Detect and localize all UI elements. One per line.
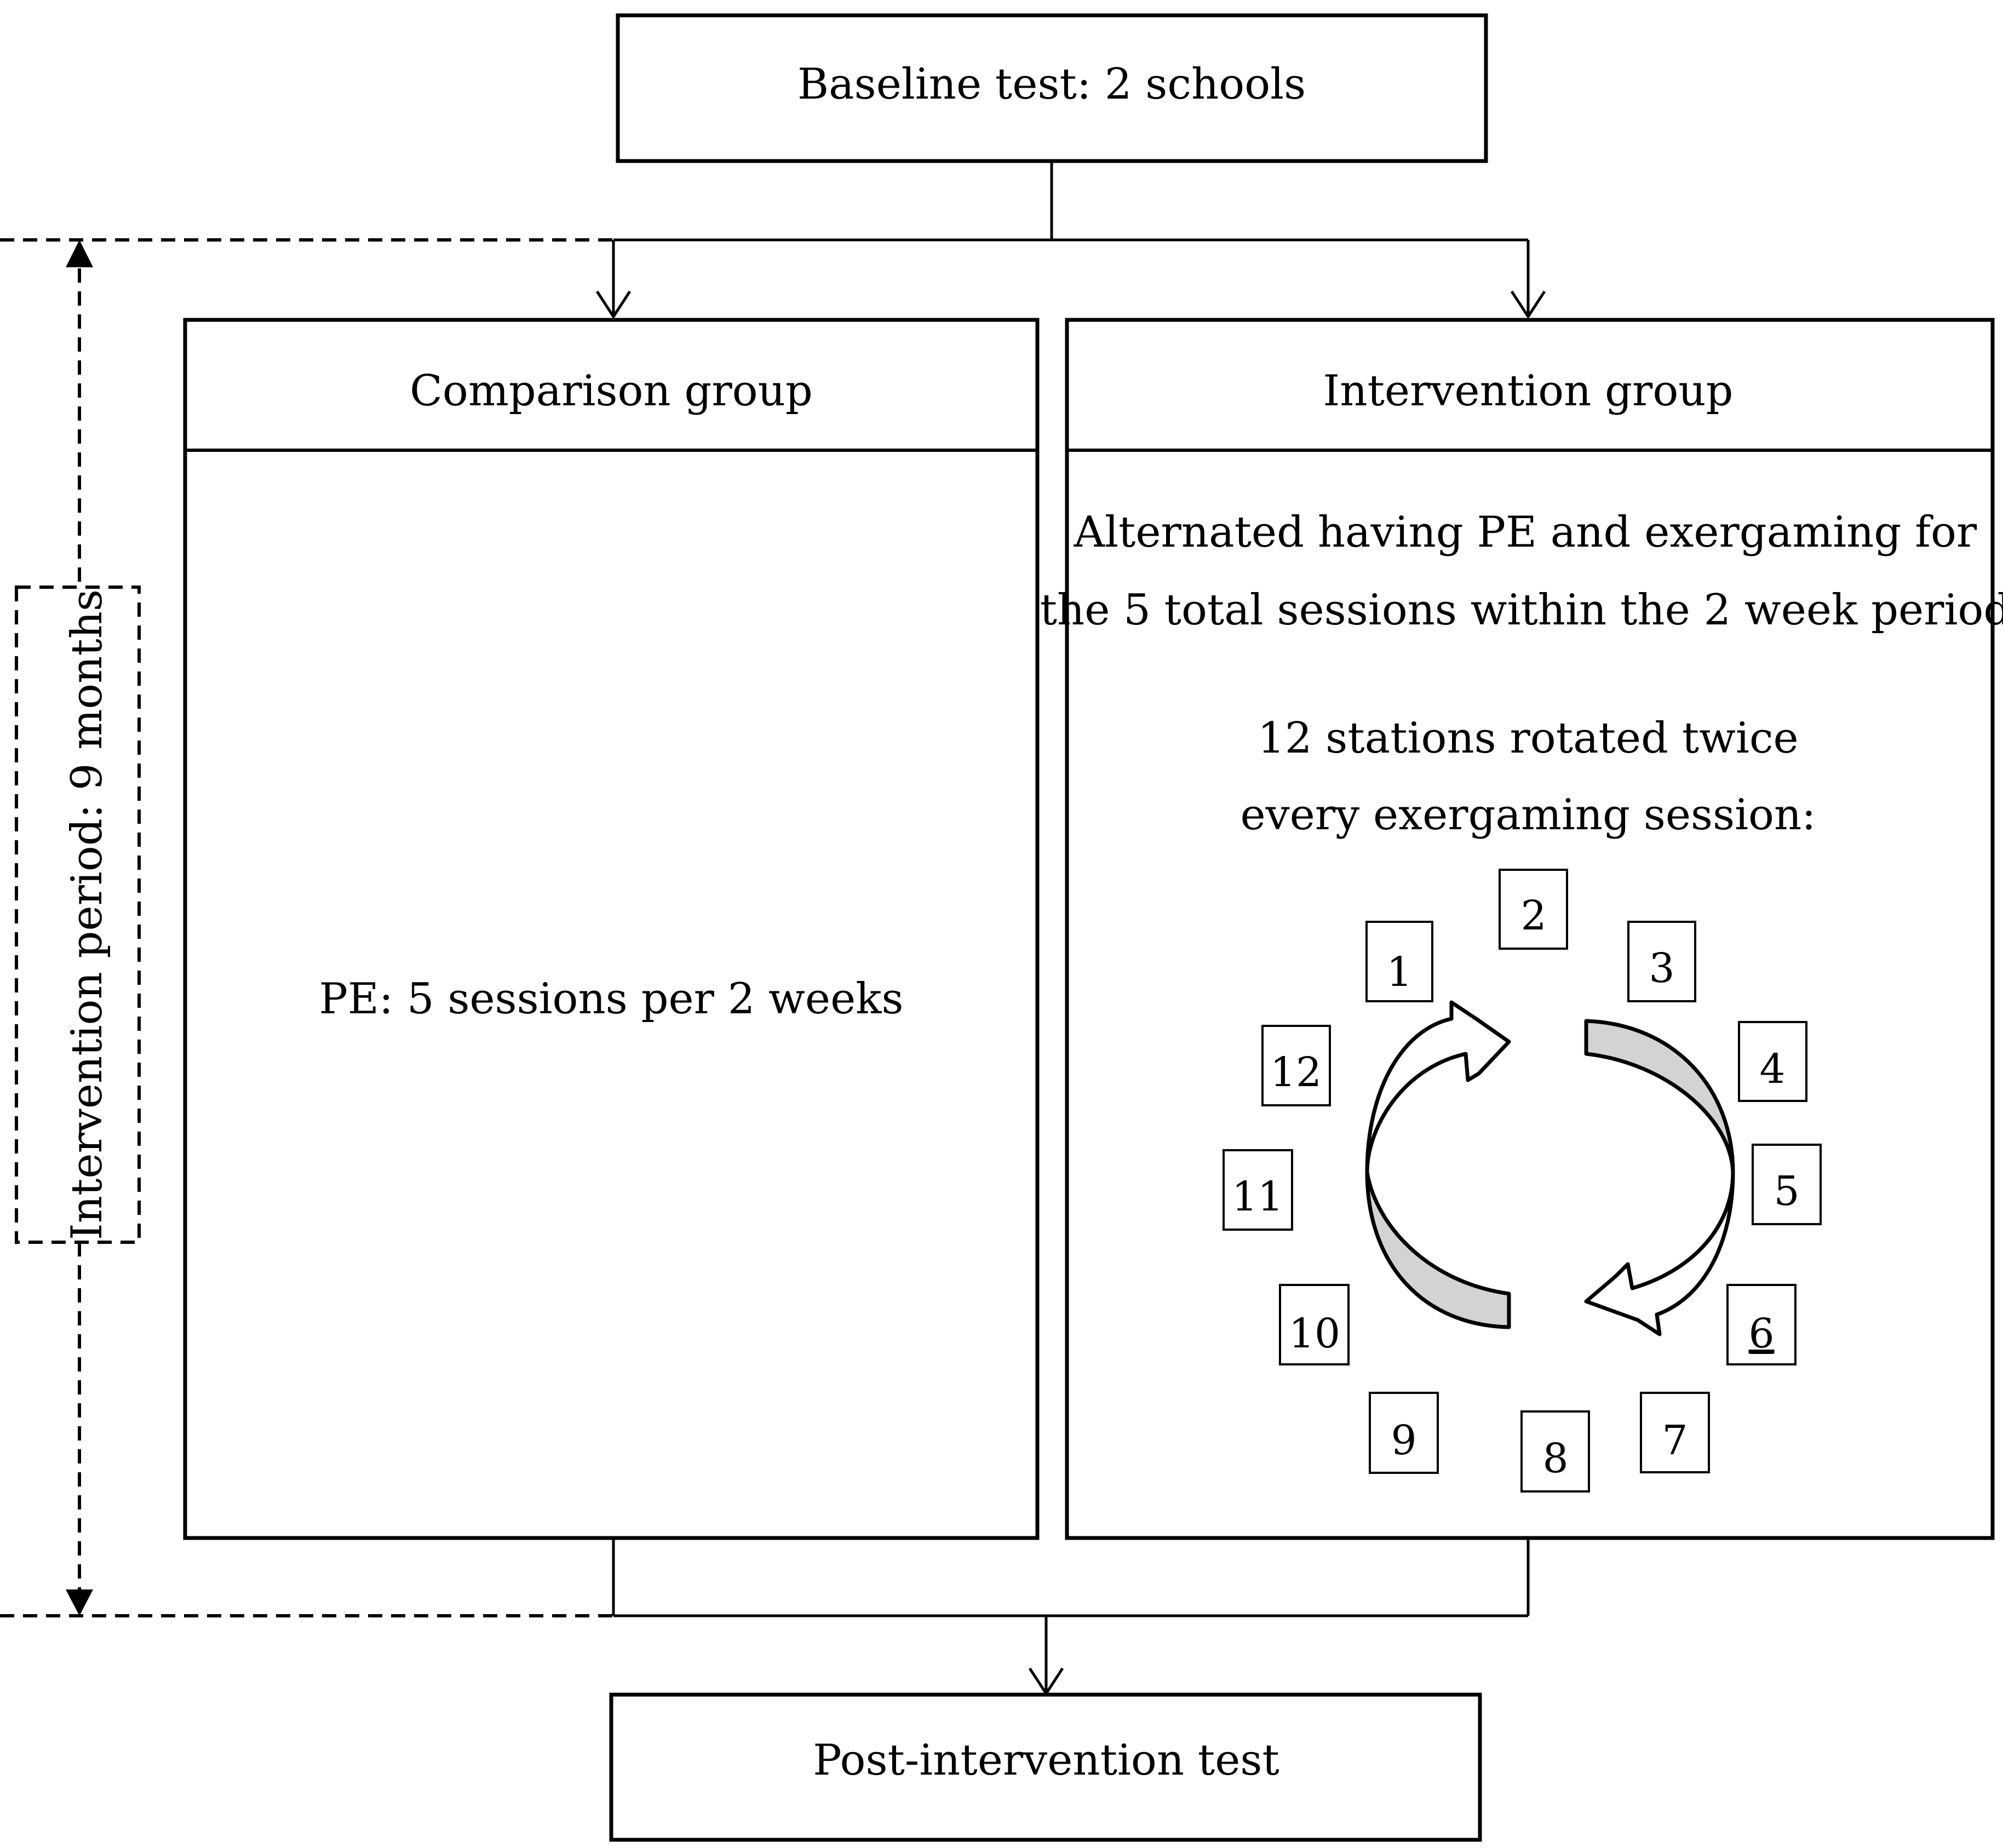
station-6: 6	[1726, 1284, 1797, 1365]
post-connectors	[612, 1538, 1530, 1696]
station-2-label: 2	[1520, 892, 1546, 939]
stations-text-line1: 12 stations rotated twice	[1258, 714, 1798, 763]
intervention-text-line1: Alternated having PE and exergaming for	[1074, 508, 1977, 557]
station-6-label: 6	[1748, 1310, 1774, 1357]
station-1-label: 1	[1386, 949, 1412, 996]
rotation-arrow-left-shaded	[1365, 1170, 1511, 1329]
intervention-text-line2: the 5 total sessions within the 2 week p…	[1040, 586, 2003, 635]
comparison-title: Comparison group	[410, 366, 813, 416]
baseline-label: Baseline test: 2 schools	[797, 60, 1306, 109]
station-9-label: 9	[1391, 1417, 1416, 1464]
rotation-arrow-right-white	[1584, 1170, 1735, 1336]
post-box: Post-intervention test	[609, 1692, 1482, 1842]
arrow-to-comparison-head	[595, 290, 632, 319]
station-12-label: 12	[1270, 1049, 1322, 1096]
station-3-label: 3	[1649, 945, 1674, 992]
station-3: 3	[1627, 921, 1696, 1002]
period-label: Intervention period: 9 months	[62, 589, 112, 1240]
station-5: 5	[1752, 1144, 1822, 1225]
post-label: Post-intervention test	[813, 1736, 1279, 1785]
station-4: 4	[1738, 1021, 1807, 1102]
baseline-box: Baseline test: 2 schools	[616, 13, 1488, 163]
comparison-group-box: Comparison group PE: 5 sessions per 2 we…	[183, 318, 1040, 1540]
intervention-title: Intervention group	[1323, 366, 1734, 416]
station-10-label: 10	[1289, 1310, 1340, 1357]
station-8-label: 8	[1542, 1435, 1568, 1482]
station-12: 12	[1261, 1025, 1331, 1106]
station-11: 11	[1223, 1149, 1293, 1231]
station-10: 10	[1279, 1284, 1350, 1365]
station-9: 9	[1369, 1392, 1439, 1474]
stations-text-line2: every exergaming session:	[1240, 790, 1816, 840]
station-2: 2	[1499, 869, 1568, 950]
station-7: 7	[1640, 1392, 1710, 1473]
rotation-arrow-left-white	[1365, 1000, 1511, 1174]
rotation-arrows	[1365, 1000, 1735, 1336]
intervention-period-bracket	[0, 238, 613, 1617]
intervention-group-box: Intervention group Alternated having PE …	[1040, 318, 2003, 1540]
comparison-body: PE: 5 sessions per 2 weeks	[319, 974, 903, 1024]
station-4-label: 4	[1759, 1046, 1785, 1093]
station-5-label: 5	[1774, 1168, 1799, 1215]
station-1: 1	[1365, 921, 1433, 1002]
station-7-label: 7	[1662, 1417, 1688, 1464]
baseline-connectors	[595, 161, 1546, 319]
station-8: 8	[1520, 1410, 1590, 1493]
period-arrow-up-head	[66, 240, 93, 267]
arrow-to-intervention-head	[1510, 290, 1546, 319]
period-arrow-down-head	[66, 1589, 93, 1616]
station-11-label: 11	[1232, 1173, 1283, 1220]
